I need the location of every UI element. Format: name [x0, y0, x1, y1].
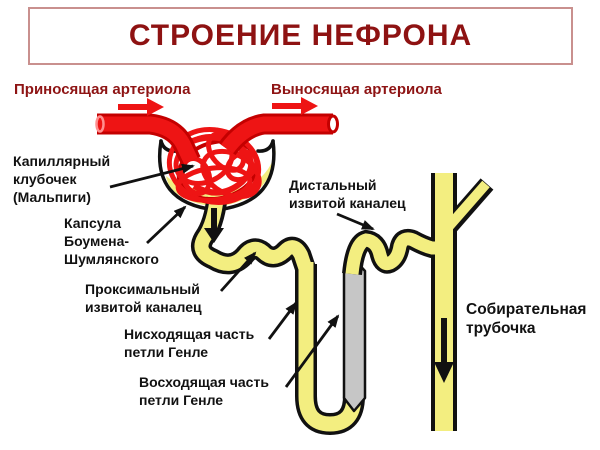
label-proximal-tubule: Проксимальный извитой каналец	[85, 281, 202, 315]
pointer-glomerulus	[109, 163, 195, 189]
afferent-arteriole-tube	[95, 113, 201, 166]
label-henle-descending: Нисходящая часть петли Генле	[124, 326, 255, 360]
flow-arrow-down-capsule-icon	[204, 208, 224, 243]
pointer-ascending	[284, 314, 340, 388]
afferent-flow-arrow-icon	[118, 98, 164, 116]
label-bowman-capsule: Капсула Боумена- Шумлянского	[64, 215, 159, 267]
flow-arrow-down-duct-icon	[434, 318, 454, 383]
pointer-proximal	[219, 251, 257, 292]
efferent-arteriole-tube	[218, 113, 339, 156]
title-box: СТРОЕНИЕ НЕФРОНА	[28, 7, 573, 65]
distal-tubule-shape	[345, 232, 442, 275]
label-glomerulus: Капиллярный клубочек (Мальпиги)	[13, 153, 111, 205]
label-henle-ascending: Восходящая часть петли Генле	[139, 374, 269, 408]
pointer-descending	[267, 301, 298, 340]
label-afferent-arteriole: Приносящая артериола	[14, 81, 191, 98]
label-pointers	[109, 163, 375, 388]
label-distal-tubule: Дистальный извитой каналец	[289, 177, 406, 211]
pointer-distal	[336, 212, 375, 231]
ascending-limb-gray-shape	[342, 257, 367, 413]
collecting-duct-branch-shape	[440, 180, 490, 236]
label-collecting-duct: Собирательная трубочка	[466, 301, 587, 337]
pointer-capsule	[146, 205, 187, 245]
efferent-flow-arrow-icon	[272, 97, 318, 115]
page-title: СТРОЕНИЕ НЕФРОНА	[128, 19, 473, 52]
label-efferent-arteriole: Выносящая артериола	[271, 81, 442, 98]
